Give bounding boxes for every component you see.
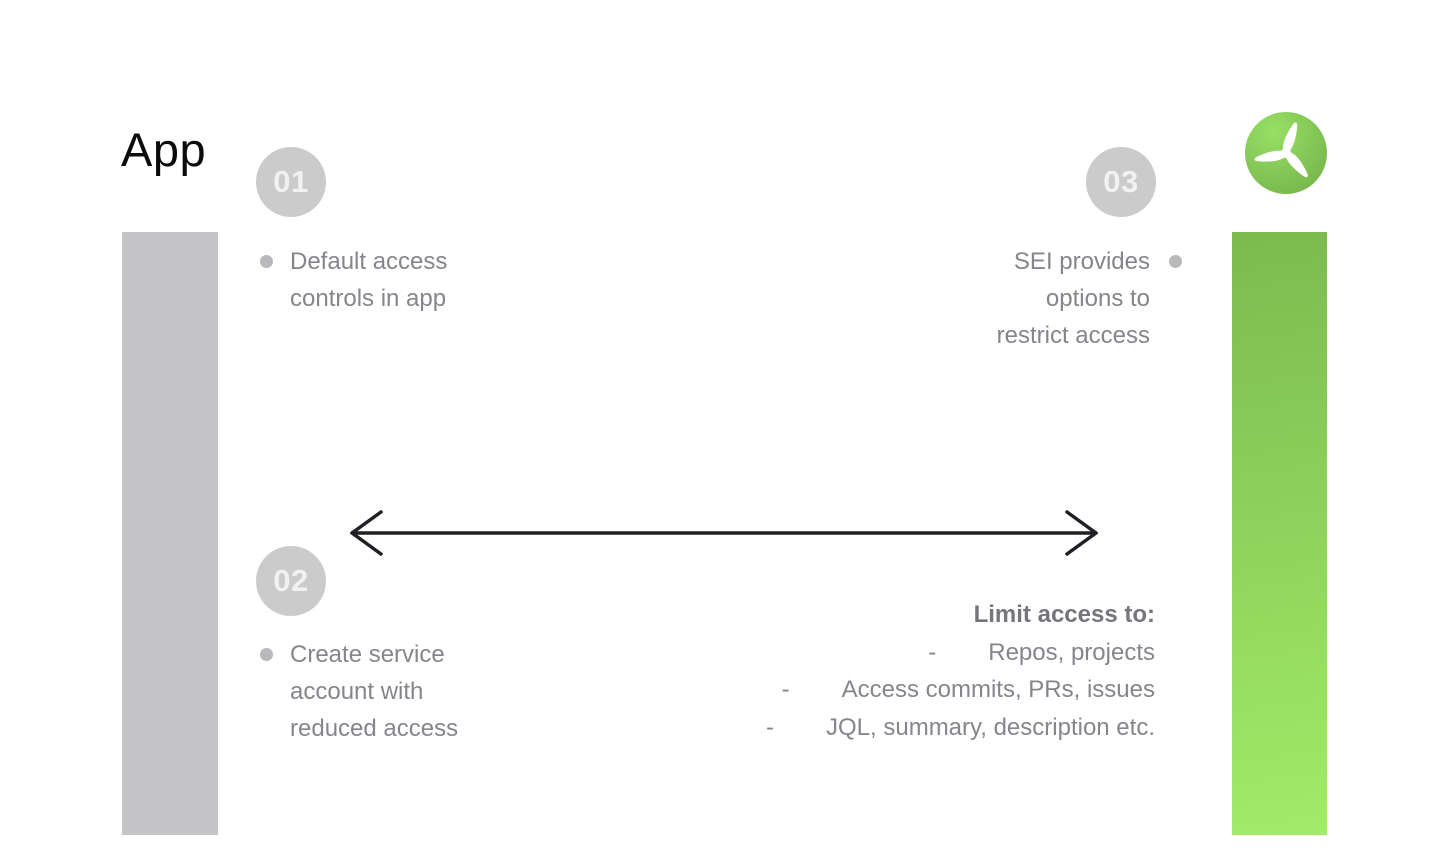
harness-propeller-logo-icon: [1245, 112, 1327, 194]
limit-access-block: Limit access to: - Repos, projects - Acc…: [766, 596, 1155, 746]
limit-item-row: - Access commits, PRs, issues: [766, 671, 1155, 709]
double-headed-arrow-icon: [346, 503, 1102, 563]
limit-item-text: Access commits, PRs, issues: [841, 676, 1155, 703]
step-item-default-access: Default access controls in app: [260, 243, 490, 317]
bullet-icon: [1169, 255, 1182, 268]
page-title: App: [121, 123, 207, 176]
bullet-icon: [260, 648, 273, 661]
step-text: SEI provides options to restrict access: [996, 248, 1150, 349]
limit-access-heading: Limit access to:: [973, 601, 1155, 628]
step-badge-03: 03: [1086, 147, 1156, 217]
step-text: Default access controls in app: [290, 248, 448, 312]
sei-column-bar: [1232, 232, 1327, 835]
limit-item-row: - Repos, projects: [766, 634, 1155, 672]
limit-item-text: JQL, summary, description etc.: [826, 713, 1155, 741]
limit-item-text: Repos, projects: [988, 638, 1155, 666]
app-column-bar: [122, 232, 218, 835]
step-item-sei-restrict: SEI provides options to restrict access: [978, 243, 1182, 354]
step-text: Create service account with reduced acce…: [290, 641, 459, 742]
dash-icon: -: [928, 638, 937, 666]
limit-item-row: - JQL, summary, description etc.: [766, 709, 1155, 747]
dash-icon: -: [781, 676, 790, 703]
bullet-icon: [260, 255, 273, 268]
step-badge-01: 01: [256, 147, 326, 217]
step-badge-02: 02: [256, 546, 326, 616]
step-item-service-account: Create service account with reduced acce…: [260, 636, 490, 747]
dash-icon: -: [766, 713, 774, 741]
